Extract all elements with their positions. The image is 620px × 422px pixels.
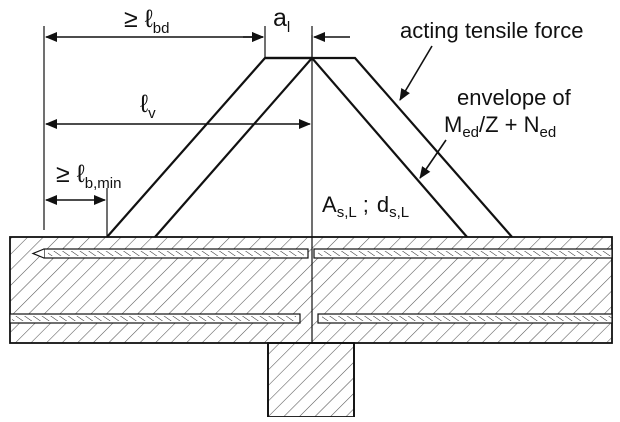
bottom-rebar bbox=[9, 313, 613, 324]
label-lbmin: ≥ ℓb,min bbox=[56, 160, 121, 192]
label-as-ds: As,L;ds,L bbox=[322, 192, 409, 221]
support-column bbox=[267, 342, 355, 418]
top-rebar bbox=[31, 248, 613, 259]
dimension-al: al bbox=[243, 4, 350, 58]
callout-acting-tensile-force: acting tensile force bbox=[399, 18, 583, 101]
label-al: al bbox=[273, 4, 290, 36]
tensile-force-diagram bbox=[106, 56, 513, 238]
label-envelope-of: envelope of bbox=[457, 85, 572, 110]
label-lv: ℓv bbox=[140, 90, 156, 122]
label-acting-tensile-force: acting tensile force bbox=[400, 18, 583, 43]
label-lbd: ≥ ℓbd bbox=[124, 5, 169, 37]
dimension-lv: ℓv bbox=[45, 90, 311, 129]
label-envelope-formula: Med/Z + Ned bbox=[444, 112, 556, 141]
dimension-lbd: ≥ ℓbd bbox=[43, 5, 266, 230]
callout-envelope: envelope of Med/Z + Ned bbox=[419, 85, 572, 179]
dimension-lbmin: ≥ ℓb,min bbox=[45, 160, 121, 237]
